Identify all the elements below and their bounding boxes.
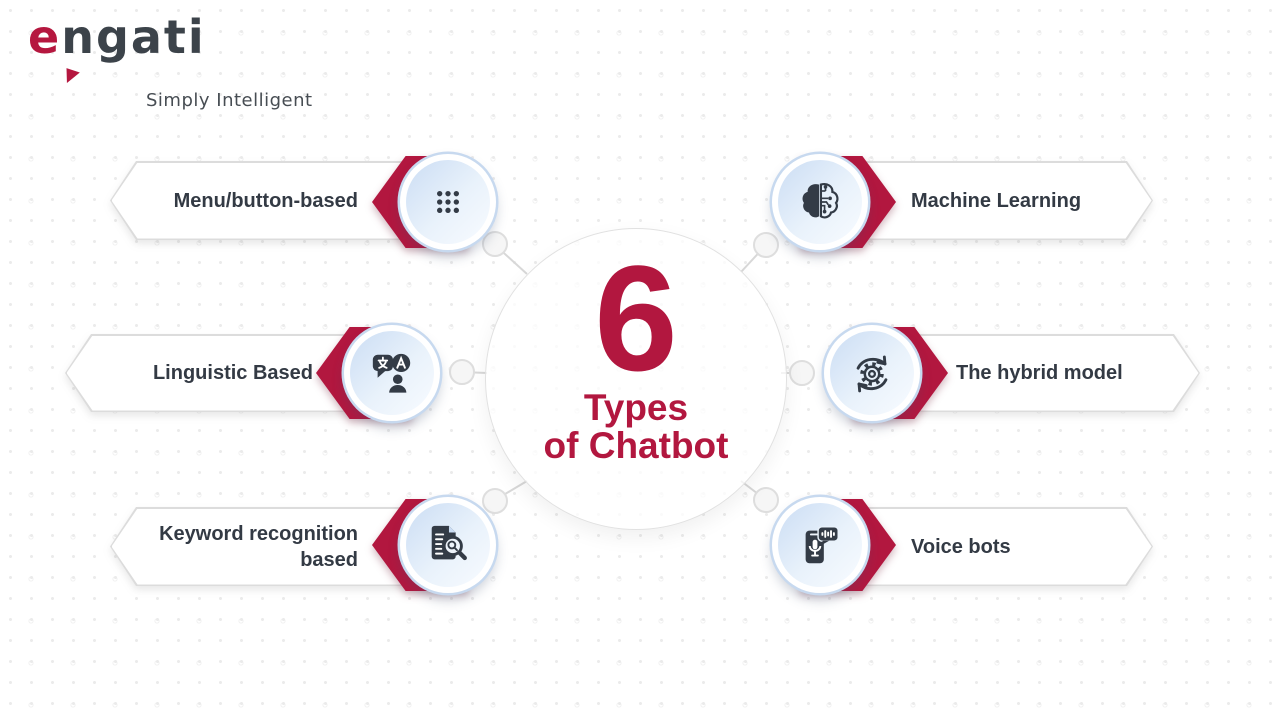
brand-name: engati bbox=[28, 10, 206, 64]
item-label: Linguistic Based bbox=[152, 362, 313, 384]
item-icon-circle bbox=[824, 325, 920, 421]
item-label: Menu/button-based bbox=[173, 189, 358, 212]
connector-dot bbox=[482, 488, 508, 514]
item-label: Machine Learning bbox=[911, 189, 1082, 212]
center-title-line1: Types bbox=[583, 387, 689, 428]
item-icon-circle bbox=[772, 154, 868, 250]
phone-voice-icon bbox=[805, 526, 839, 564]
brand-tagline: Simply Intelligent bbox=[146, 90, 313, 111]
item-label: Voice bots bbox=[911, 535, 1011, 558]
engati-logo: engati Simply Intelligent bbox=[28, 10, 328, 111]
speech-bubble-tail-icon bbox=[62, 68, 80, 86]
center-number: 6 bbox=[594, 234, 678, 402]
document-search-icon bbox=[431, 525, 467, 561]
connector-dot bbox=[449, 359, 475, 385]
center-title-line2: of Chatbot bbox=[543, 425, 729, 467]
item-icon-circle bbox=[772, 497, 868, 593]
connector-dot bbox=[789, 360, 815, 386]
translate-person-icon bbox=[372, 353, 411, 393]
item-icon-circle bbox=[344, 325, 440, 421]
center-circle: 6 Types of Chatbot bbox=[485, 228, 787, 530]
connector-dot bbox=[753, 232, 779, 258]
connector-dot bbox=[482, 231, 508, 257]
item-icon-circle bbox=[400, 497, 496, 593]
brain-circuit-icon bbox=[802, 183, 839, 219]
item-label: Keyword recognition based bbox=[159, 522, 358, 571]
gear-sync-icon bbox=[856, 355, 888, 393]
grid-menu-icon bbox=[437, 191, 459, 213]
item-icon-circle bbox=[400, 154, 496, 250]
connector-dot bbox=[753, 487, 779, 513]
item-label: The hybrid model bbox=[956, 362, 1123, 384]
